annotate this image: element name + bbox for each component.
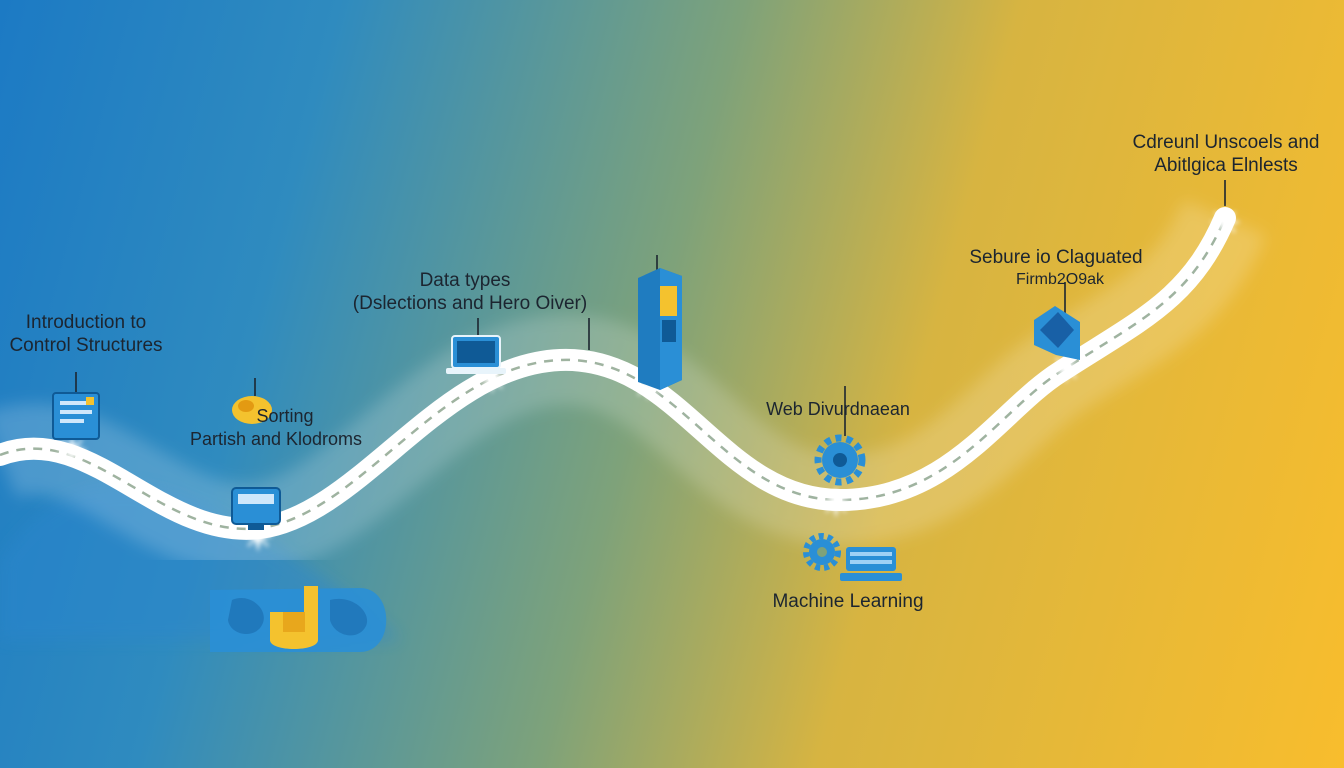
label-line: Cdreunl Unscoels and <box>1133 132 1320 153</box>
roadmap-center-dashes <box>0 217 1227 531</box>
server-tower-icon <box>638 268 682 390</box>
label-line: Sebure io Claguated <box>969 247 1142 268</box>
milestone-label-secure: Sebure io Claguated Firmb2O9ak <box>969 247 1142 288</box>
milestone-label-intro: Introduction to Control Structures <box>9 312 162 356</box>
label-line: Control Structures <box>9 335 162 356</box>
label-line: Machine Learning <box>772 591 923 612</box>
label-line: Introduction to <box>26 312 146 333</box>
sorting-badge-icon <box>232 396 272 424</box>
milestone-label-web: Web Divurdnaean <box>766 399 910 419</box>
label-line: Data types <box>420 270 511 291</box>
label-line: Abitlgica Elnlests <box>1154 155 1298 176</box>
milestone-label-ml: Machine Learning <box>772 591 923 612</box>
milestone-label-datatypes: Data types (Dslections and Hero Oiver) <box>353 270 587 314</box>
shield-icon <box>1034 306 1080 360</box>
label-line: Firmb2O9ak <box>1016 271 1105 288</box>
label-line: Partish and Klodroms <box>190 429 362 449</box>
label-line: Sorting <box>256 406 313 426</box>
milestone-label-sorting: Sorting Partish and Klodroms <box>190 406 362 449</box>
label-line: Web Divurdnaean <box>766 399 910 419</box>
gear-keyboard-icon <box>803 533 902 581</box>
laptop-icon <box>446 335 506 374</box>
connector-lines <box>75 180 1226 436</box>
gear-icon <box>814 434 866 486</box>
document-icon <box>52 392 100 440</box>
python-logo-icon <box>210 586 387 652</box>
label-line: (Dslections and Hero Oiver) <box>353 293 587 314</box>
milestone-label-final: Cdreunl Unscoels and Abitlgica Elnlests <box>1133 132 1320 176</box>
monitor-icon <box>231 487 281 530</box>
